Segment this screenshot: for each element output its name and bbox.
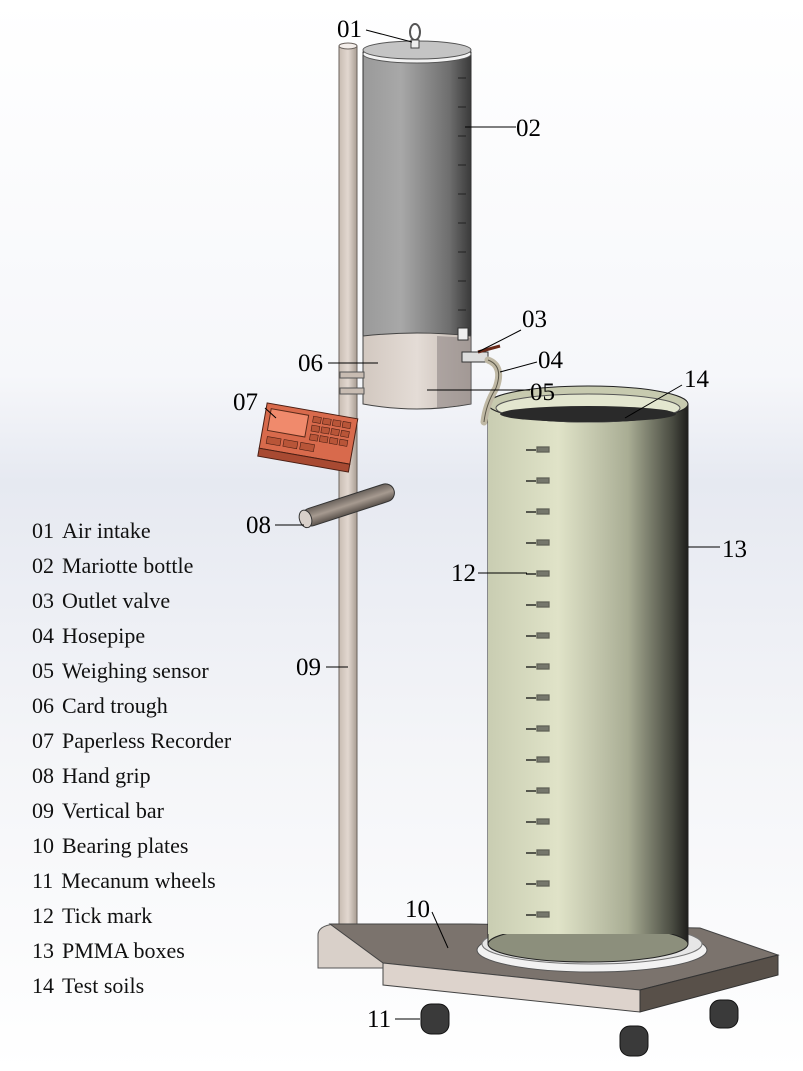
tick-label [536,756,550,763]
test-soils [500,406,676,422]
hand-grip [298,483,395,529]
callout-01: 01 [337,16,362,43]
callout-09: 09 [296,654,321,681]
tick-label [536,570,550,577]
callout-10: 10 [405,896,430,923]
mariotte-bottle [362,40,472,383]
vertical-bar [338,42,358,937]
callout-06: 06 [298,350,323,377]
tick-label [536,508,550,515]
callout-14: 14 [684,366,709,393]
tick-label [536,725,550,732]
card-trough [339,332,472,410]
callout-12: 12 [451,560,476,587]
tick-label [536,849,550,856]
callout-07: 07 [233,389,258,416]
pmma-box [487,385,689,963]
air-intake [409,23,421,49]
tick-label [536,601,550,608]
callout-05: 05 [530,379,555,406]
callout-08: 08 [246,512,271,539]
tick-label [536,446,550,453]
callout-13: 13 [722,536,747,563]
tick-label [536,694,550,701]
tick-label [536,632,550,639]
callout-04: 04 [538,347,563,374]
tick-marks [526,446,550,918]
tick-label [536,477,550,484]
paperless-recorder [257,402,359,473]
callout-02: 02 [516,115,541,142]
tick-label [536,911,550,918]
callout-03: 03 [522,306,547,333]
tick-label [536,539,550,546]
tick-label [536,787,550,794]
mecanum-wheels [420,999,739,1057]
leader-lines [264,29,720,1020]
tick-label [536,880,550,887]
tick-label [536,663,550,670]
tick-label [536,818,550,825]
callout-11: 11 [367,1006,392,1033]
